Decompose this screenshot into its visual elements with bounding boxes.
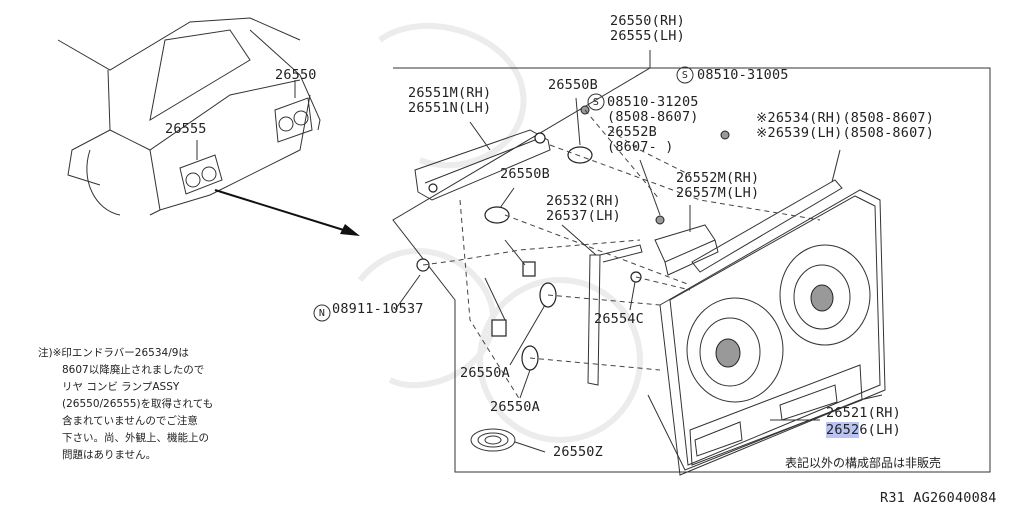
wiring-harness xyxy=(484,239,526,321)
label-car-26555: 26555 xyxy=(165,121,207,137)
gasket xyxy=(587,244,643,386)
label-car-26550: 26550 xyxy=(275,67,317,83)
label-08911-10537: 08911-10537 xyxy=(332,301,424,317)
symbol-s-1: S xyxy=(681,70,689,81)
label-26550z: 26550Z xyxy=(553,444,603,460)
leader-lines xyxy=(394,50,841,453)
footnote-line-4: (26550/26555)を取得されても xyxy=(62,398,214,410)
label-26552b-date: (8607- ) xyxy=(607,139,674,155)
label-26526: 26526(LH) xyxy=(826,422,901,438)
label-08510-31205: 08510-31205 xyxy=(607,94,699,110)
label-26551m: 26551M(RH) xyxy=(408,85,492,101)
footnote-line-3: リヤ コンビ ランプASSY xyxy=(62,381,180,393)
exploded-guides xyxy=(422,109,821,401)
combination-lamp-lens xyxy=(647,189,886,476)
footnote-line-7: 問題はありません。 xyxy=(62,449,157,461)
label-26550a-2: 26550A xyxy=(490,399,540,415)
footnote-line-6: 下さい。尚、外観上、機能上の xyxy=(62,432,209,444)
end-rubber-strip xyxy=(691,179,843,273)
label-26534: ※26534(RH)(8508-8607) xyxy=(756,110,935,126)
direction-arrow xyxy=(214,189,360,236)
label-26526-rest: 6(LH) xyxy=(859,422,901,438)
car-rear-outline xyxy=(57,17,321,216)
not-sold-notice: 表記以外の構成部品は非販売 xyxy=(785,456,942,470)
footnote-line-1: 注)※印エンドラバー26534/9は xyxy=(38,347,189,359)
highlight-26526: 2652 xyxy=(826,422,860,438)
car-lamp-left xyxy=(179,154,223,195)
label-26539: ※26539(LH)(8508-8607) xyxy=(756,125,935,141)
symbol-s-2: S xyxy=(592,97,600,108)
car-lamp-right xyxy=(274,97,313,143)
label-26554c: 26554C xyxy=(594,311,644,327)
label-26550b-top: 26550B xyxy=(548,77,598,93)
label-26537: 26537(LH) xyxy=(546,208,621,224)
label-26551n: 26551N(LH) xyxy=(408,100,492,116)
label-26550a-1: 26550A xyxy=(460,365,510,381)
symbol-n: N xyxy=(318,308,326,319)
label-26552m: 26552M(RH) xyxy=(676,170,760,186)
footer-code: R31 AG26040084 xyxy=(880,490,997,506)
label-26550b-mid: 26550B xyxy=(500,166,550,182)
symbol-circles xyxy=(313,66,694,322)
footnote-line-2: 8607以降廃止されましたので xyxy=(62,364,205,376)
footnote-line-5: 含まれていませんのでご注意 xyxy=(62,415,198,427)
label-26550-rh: 26550(RH) xyxy=(610,13,685,29)
label-08510-31005: 08510-31005 xyxy=(697,67,789,83)
watermark xyxy=(357,23,643,443)
lamp-finisher xyxy=(654,224,719,276)
label-26532: 26532(RH) xyxy=(546,193,621,209)
label-31205-date: (8508-8607) xyxy=(607,109,699,125)
label-26555-lh: 26555(LH) xyxy=(610,28,685,44)
lamp-housing xyxy=(414,129,551,201)
label-26521: 26521(RH) xyxy=(826,405,901,421)
socket-26550z xyxy=(470,428,516,452)
label-26552b: 26552B xyxy=(607,124,657,140)
label-26557m: 26557M(LH) xyxy=(676,185,760,201)
